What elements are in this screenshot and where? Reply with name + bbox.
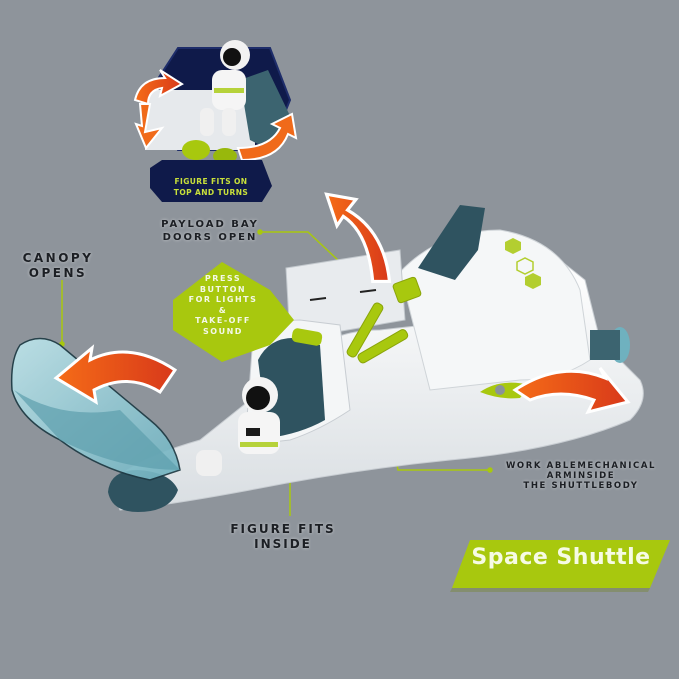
curved-arrow-left-icon (53, 344, 178, 405)
arm-line2: ARMINSIDE (546, 471, 616, 481)
figure-fits-inside-label: FIGURE FITS INSIDE (228, 522, 338, 552)
top-badge-line1: FIGURE FITS ON (174, 177, 248, 186)
product-title-banner: Space Shuttle (452, 536, 670, 586)
figure-line1: FIGURE FITS (230, 522, 336, 536)
mechanical-arm-label: WORK ABLEMECHANICAL ARMINSIDE THE SHUTTL… (486, 461, 676, 491)
figure-line2: INSIDE (254, 537, 312, 551)
press-line3: FOR LIGHTS (188, 295, 258, 304)
curved-arrow-up-icon (324, 192, 392, 283)
press-line1: PRESS (204, 274, 242, 283)
product-title: Space Shuttle (471, 545, 651, 570)
leader-lines (59, 229, 493, 516)
press-line6: SOUND (203, 326, 243, 336)
payload-line2: DOORS OPEN (162, 232, 258, 243)
curved-arrow-down-icon (512, 367, 631, 415)
press-line2: BUTTON (199, 284, 247, 294)
press-button-hexagon (173, 262, 294, 362)
lights-button-graphic (291, 328, 323, 346)
payload-bay-label: PAYLOAD BAY DOORS OPEN (150, 218, 270, 244)
top-badge-shape (150, 160, 272, 202)
title-banner-shape (452, 540, 670, 588)
press-line5: TAKE-OFF (195, 316, 251, 325)
canopy-line1: CANOPY (22, 251, 94, 265)
arm-line3: THE SHUTTLEBODY (523, 481, 639, 491)
press-line4: & (218, 305, 228, 315)
canopy-opens-label: CANOPY OPENS (18, 251, 98, 281)
top-hexagon (133, 40, 298, 164)
payload-line1: PAYLOAD BAY (161, 219, 259, 230)
press-button-callout: PRESS BUTTON FOR LIGHTS & TAKE-OFF SOUND (173, 250, 273, 362)
canopy-line2: OPENS (28, 266, 88, 280)
top-badge-line2: TOP AND TURNS (173, 188, 249, 197)
figure-fits-on-top-badge: FIGURE FITS ON TOP AND TURNS (150, 172, 272, 202)
arm-line1: WORK ABLEMECHANICAL (505, 461, 657, 471)
rotate-arrows-icon (133, 69, 184, 106)
